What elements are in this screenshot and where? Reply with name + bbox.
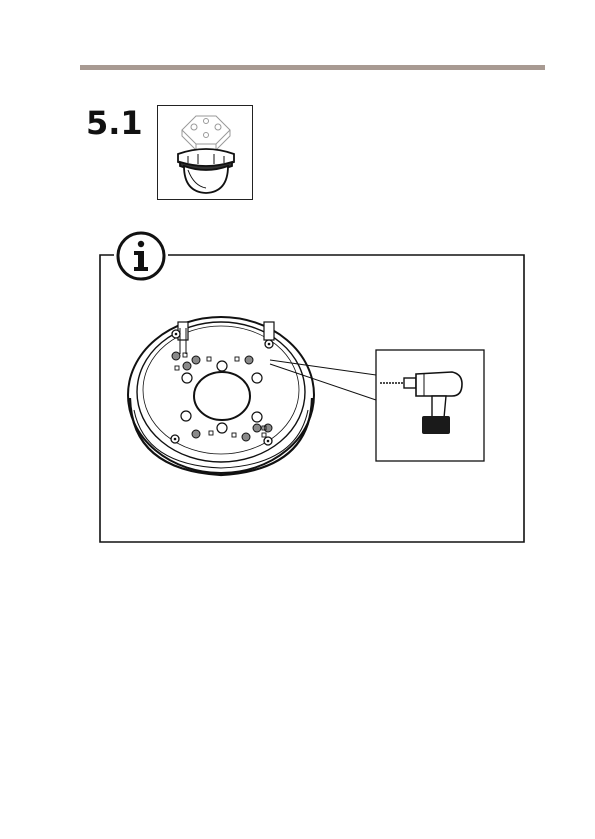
mounting-plate-illustration [128,317,376,475]
drill-callout-box [376,350,484,461]
info-icon [118,233,164,279]
